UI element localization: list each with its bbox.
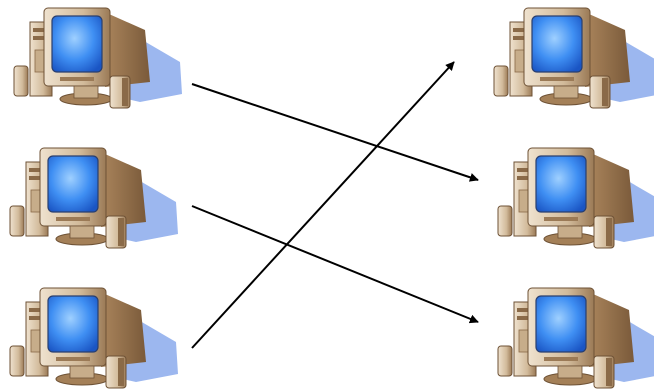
desktop-computer-icon bbox=[9, 287, 179, 389]
desktop-computer-icon bbox=[493, 7, 654, 109]
arrow-left-2-to-right-3 bbox=[191, 205, 479, 324]
desktop-computer-icon bbox=[9, 147, 179, 249]
desktop-computer-icon bbox=[497, 147, 654, 249]
arrow-left-3-to-right-1 bbox=[191, 61, 455, 349]
arrow-left-1-to-right-2 bbox=[191, 83, 479, 182]
desktop-computer-icon bbox=[497, 287, 654, 389]
desktop-computer-icon bbox=[13, 7, 183, 109]
